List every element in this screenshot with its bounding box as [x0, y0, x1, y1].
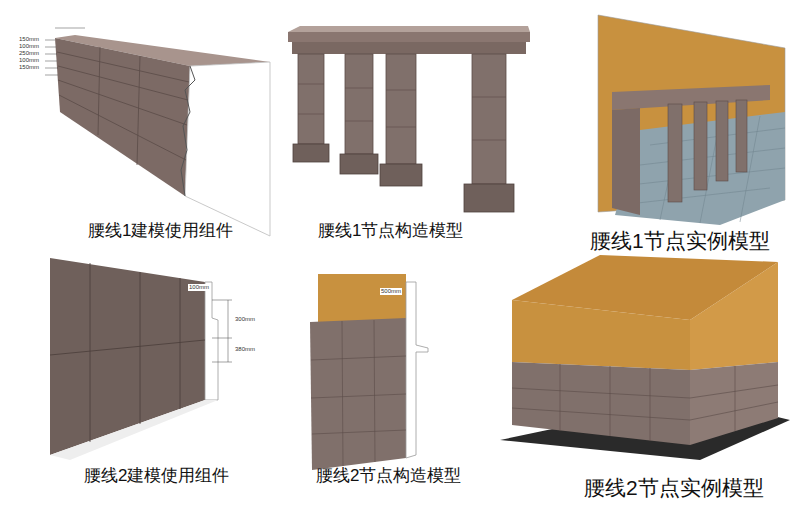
dimension-label: 100mm [18, 43, 40, 50]
cladding-section [205, 282, 218, 400]
stone-base-front [512, 362, 690, 445]
panel-caption: 腰线1节点实例模型 [590, 229, 770, 253]
roof-top [512, 255, 778, 320]
instance-columns [668, 100, 747, 202]
dimension-label: 100mm [18, 57, 40, 64]
building-instance [500, 255, 790, 460]
cornice-component [45, 28, 270, 236]
base-joints [512, 364, 778, 441]
cornice-top [288, 26, 530, 32]
cladding-node [310, 274, 428, 470]
dimension-label: 150mm [18, 36, 40, 43]
dimension-label: 500mm [380, 288, 402, 295]
stone-face [55, 38, 190, 196]
colonnade-model [288, 26, 530, 212]
panel-caption: 腰线1节点构造模型 [318, 221, 463, 241]
cladding-bottom [50, 400, 218, 460]
cladding-joints [311, 320, 406, 466]
brick-wall [318, 274, 406, 322]
panel-caption: 腰线1建模使用组件 [88, 221, 233, 241]
architrave [292, 42, 526, 54]
dimension-label: 300mm [234, 316, 256, 323]
panel-caption: 腰线2节点实例模型 [584, 476, 764, 500]
cladding-joints [50, 263, 205, 442]
column-joints [298, 84, 506, 140]
profile-line [181, 66, 195, 196]
section-face [185, 62, 270, 236]
cornice-band [288, 32, 530, 42]
colonnade-instance [598, 15, 785, 225]
cladding-component [50, 258, 232, 460]
panel-caption: 腰线2建模使用组件 [84, 466, 229, 486]
wall-section [406, 282, 428, 458]
stone-base-side [690, 362, 778, 445]
dimension-label: 150mm [18, 64, 40, 71]
dimension-label: 250mm [18, 50, 40, 57]
panel-caption: 腰线2节点构造模型 [316, 466, 461, 486]
dimension-ticks [45, 28, 85, 75]
dimension-ticks [212, 300, 232, 362]
stone-cladding [310, 318, 406, 470]
dimension-label: 380mm [234, 346, 256, 353]
dimension-label: 100mm [188, 284, 210, 291]
cladding-face [50, 258, 205, 455]
end-wall [612, 108, 640, 215]
joint-lines [57, 47, 189, 165]
column-bases [293, 144, 514, 212]
